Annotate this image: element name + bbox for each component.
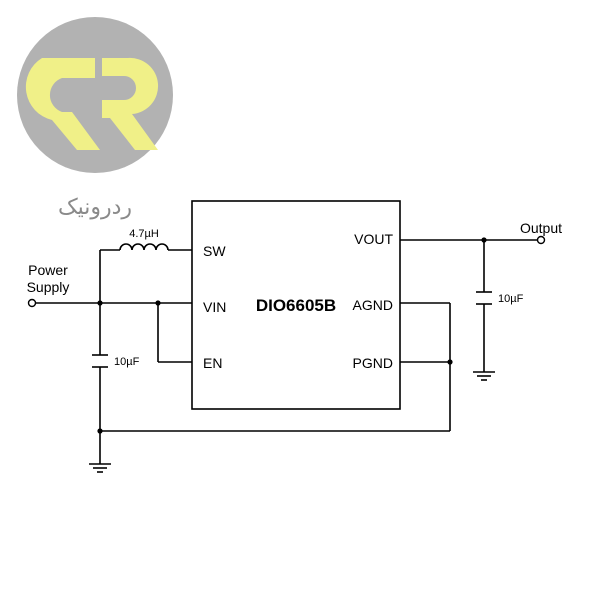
pin-label-en: EN: [203, 355, 222, 371]
power-supply-label-line2: Supply: [27, 279, 70, 295]
junction-dots: [97, 237, 487, 434]
output-terminal: [536, 235, 546, 245]
output-capacitor-value: 10µF: [498, 293, 524, 305]
pin-label-pgnd: PGND: [353, 355, 393, 371]
output-net-wires: [400, 239, 537, 372]
ground-symbol-output: [473, 371, 495, 381]
pin-label-sw: SW: [203, 243, 226, 259]
input-capacitor: [92, 354, 108, 368]
output-label: Output: [520, 220, 562, 236]
ground-symbol-input: [89, 463, 111, 473]
pin-label-vin: VIN: [203, 299, 226, 315]
chip-body: [191, 200, 401, 410]
inductor: [119, 243, 169, 251]
power-supply-label-line1: Power: [28, 262, 68, 278]
pin-label-vout: VOUT: [354, 231, 393, 247]
pin-label-agnd: AGND: [353, 297, 393, 313]
logo-text: ردرونیک: [58, 195, 132, 220]
input-capacitor-value: 10µF: [114, 356, 140, 368]
company-logo: ردرونیک: [17, 17, 173, 220]
output-capacitor: [476, 291, 492, 305]
power-supply-terminal: [27, 298, 37, 308]
chip-name: DIO6605B: [256, 296, 336, 315]
inductor-value: 4.7µH: [129, 228, 159, 240]
input-net-wires: [36, 249, 451, 464]
logo-mark: [25, 57, 159, 150]
